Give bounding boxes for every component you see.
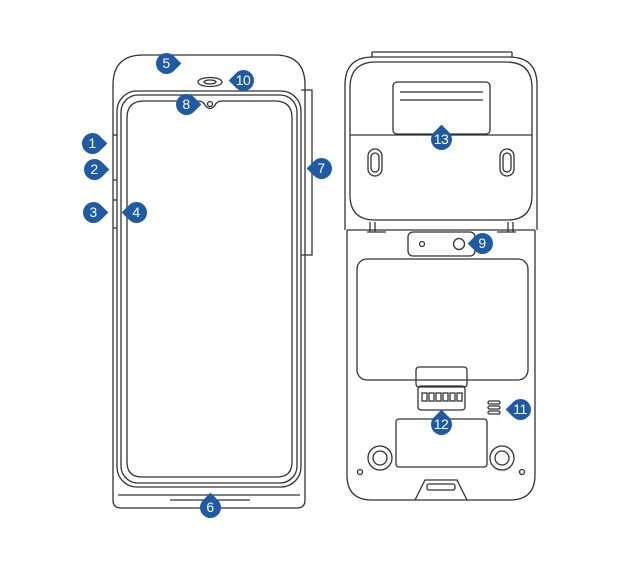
earpiece-icon [197,76,223,88]
front-body-outline [112,54,306,509]
round-button-left [367,445,393,471]
round-button-right [489,445,515,471]
printer-outline [344,56,538,230]
display [126,100,293,478]
callout-8: 8 [171,89,201,119]
front-camera-icon [206,100,214,108]
callout-10: 10 [228,65,258,95]
callout-5: 5 [151,48,181,78]
oval-button-left [367,148,383,177]
callout-3: 3 [78,197,108,227]
pogo-pins [421,392,463,402]
callout-1: 1 [77,128,107,158]
callout-4: 4 [121,197,151,227]
callout-7: 7 [306,153,336,183]
bottom-tab [414,479,468,501]
speaker-grille [487,400,501,415]
callout-11: 11 [505,394,535,424]
rear-camera-icon [452,237,466,251]
screen-frame [116,90,302,488]
back-body-outline [346,230,536,501]
callout-13: 13 [426,124,456,154]
oval-button-right [499,148,515,177]
callout-12: 12 [426,409,456,439]
connector-clip [415,366,468,388]
callout-2: 2 [79,154,109,184]
callout-6: 6 [195,492,225,522]
front-view [112,54,313,509]
battery-cover [356,258,529,381]
callout-9: 9 [467,228,497,258]
back-view [344,51,538,501]
